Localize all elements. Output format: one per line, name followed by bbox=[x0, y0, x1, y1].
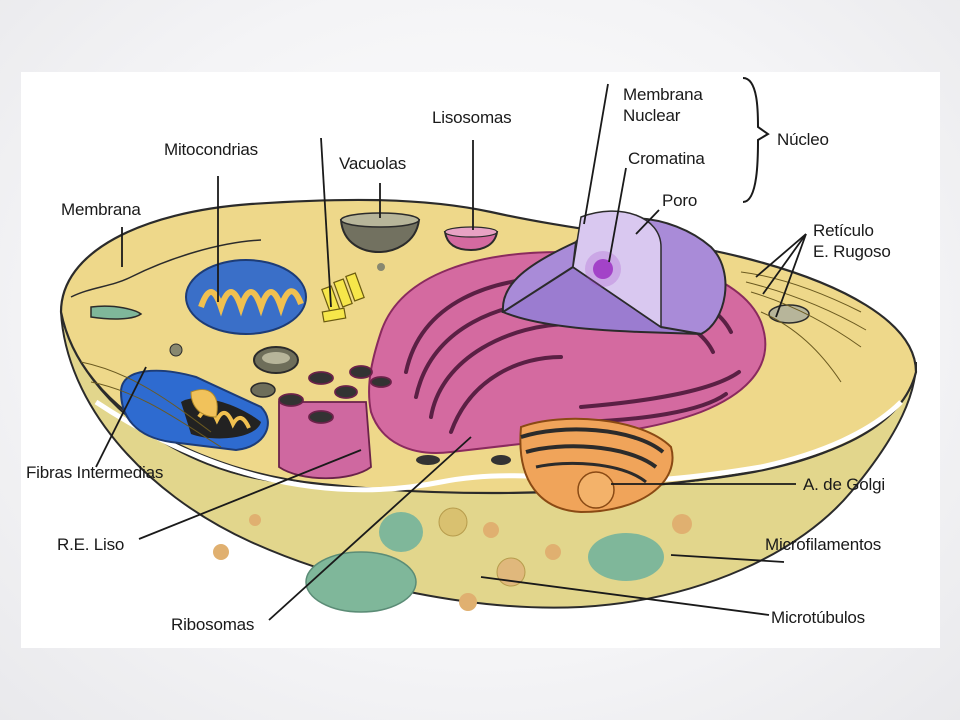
cell-illustration bbox=[59, 77, 918, 621]
cytoskeleton-fibers bbox=[80, 271, 867, 448]
label-microtubulos: Microtúbulos bbox=[771, 608, 865, 627]
smooth-er bbox=[278, 365, 392, 480]
label-re-liso: R.E. Liso bbox=[57, 535, 125, 554]
bottom-organelle bbox=[305, 551, 417, 613]
bottom-vesicle bbox=[672, 514, 692, 534]
nucleolus bbox=[593, 259, 613, 279]
label-nucleo: Núcleo bbox=[777, 130, 829, 149]
cut-edge bbox=[94, 399, 903, 493]
golgi-apparatus bbox=[519, 417, 674, 514]
bottom-vesicle bbox=[545, 544, 561, 560]
label-vacuolas: Vacuolas bbox=[339, 154, 407, 173]
bottom-organelle bbox=[379, 512, 423, 552]
bottom-vesicle bbox=[483, 522, 499, 538]
label-membrana: Membrana bbox=[61, 200, 141, 219]
cell-diagram: Membrana Mitocondrias Vacuolas Lisosomas… bbox=[21, 72, 940, 648]
membrane-pouch bbox=[90, 305, 143, 320]
vacuole-bowl bbox=[339, 219, 421, 254]
label-golgi: A. de Golgi bbox=[803, 475, 885, 494]
label-microfilamentos: Microfilamentos bbox=[765, 535, 882, 554]
inner-membrane bbox=[70, 239, 262, 298]
nucleo-bracket bbox=[742, 77, 770, 203]
label-cromatina: Cromatina bbox=[628, 149, 705, 168]
label-reticulo-rugoso: Retículo E. Rugoso bbox=[813, 221, 891, 261]
er-vesicle bbox=[768, 304, 810, 324]
pointer-lines bbox=[95, 83, 807, 621]
bottom-vesicle bbox=[496, 557, 526, 587]
nucleus-cut bbox=[500, 265, 702, 335]
bottom-vesicle bbox=[249, 514, 261, 526]
mitochondrion-end bbox=[190, 389, 218, 418]
bottom-vesicle bbox=[438, 507, 468, 537]
label-ribosomas: Ribosomas bbox=[171, 615, 255, 634]
label-membrana-nuclear: Membrana Nuclear bbox=[623, 85, 703, 125]
small-vacuole bbox=[250, 382, 276, 398]
bottom-vesicle bbox=[459, 593, 477, 611]
label-lisosomas: Lisosomas bbox=[432, 108, 512, 127]
label-mitocondrias: Mitocondrias bbox=[164, 140, 258, 159]
bottom-organelle bbox=[588, 533, 664, 581]
label-fibras-intermedias: Fibras Intermedias bbox=[26, 463, 164, 482]
bottom-vesicle bbox=[213, 544, 229, 560]
nucleus-interior bbox=[572, 210, 662, 329]
mitochondrion-cristae bbox=[198, 288, 304, 317]
label-poro: Poro bbox=[662, 191, 698, 210]
